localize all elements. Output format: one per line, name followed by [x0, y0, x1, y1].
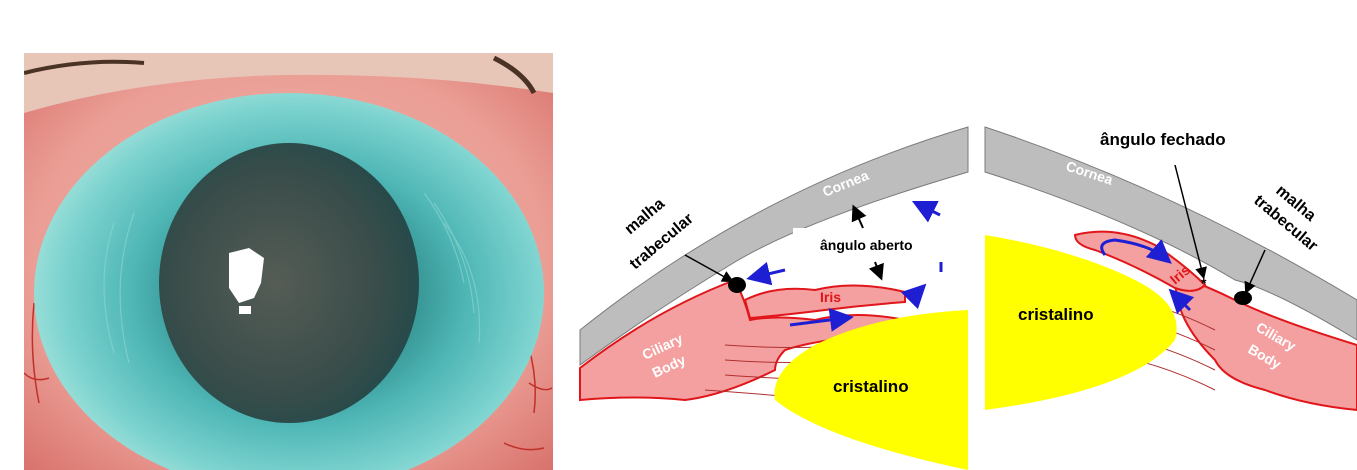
lens-label-right: cristalino — [1018, 305, 1094, 324]
closed-angle-panel: Cornea Iris Ciliary Body cristalino malh… — [985, 127, 1357, 410]
pupil — [159, 143, 419, 423]
angle-diagram: Cornea Iris Ciliary Body cristalino malh… — [575, 0, 1357, 470]
angle-marker: * — [1201, 275, 1207, 291]
angle-label-right: ângulo fechado — [1100, 130, 1226, 149]
trabecular-meshwork-right — [1234, 291, 1252, 305]
iris-label: Iris — [820, 289, 841, 305]
angle-pointer-up — [855, 210, 863, 228]
lens-label: cristalino — [833, 377, 909, 396]
open-angle-panel: Cornea Iris Ciliary Body cristalino malh… — [580, 127, 968, 470]
trabecular-meshwork — [728, 277, 746, 293]
eye-photo — [24, 53, 553, 470]
angle-label: ângulo aberto — [820, 237, 913, 253]
angle-pointer-down — [875, 262, 880, 275]
